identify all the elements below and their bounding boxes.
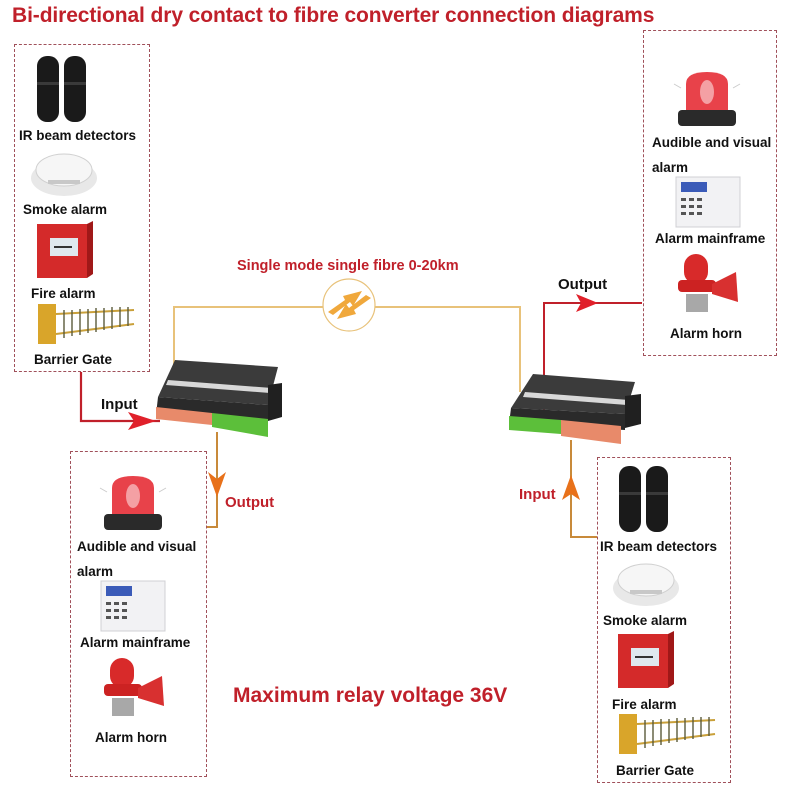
barrier-gate-icon: [619, 714, 716, 754]
left-input-arrow: [128, 412, 156, 430]
panel-item-label: Smoke alarm: [23, 202, 108, 217]
panel-item-label: Barrier Gate: [616, 763, 695, 778]
left-output-label: Output: [225, 494, 275, 511]
panel-item-label: Alarm mainframe: [80, 635, 191, 650]
panel-item-label: Alarm mainframe: [655, 231, 766, 246]
max-voltage-note: Maximum relay voltage 36V: [233, 684, 508, 707]
fibre-coupler-icon: [322, 278, 376, 332]
panel-item-label: Smoke alarm: [603, 613, 688, 628]
barrier-gate-icon: [38, 304, 135, 344]
right-output-label: Output: [558, 276, 608, 293]
alarm-mainframe-icon: [100, 580, 166, 632]
panel-item-label: Audible and visual: [77, 539, 197, 554]
ir-beam-detector-icon: [619, 466, 668, 532]
panel-item-label: Barrier Gate: [34, 352, 113, 367]
right-input-label: Input: [519, 486, 556, 503]
left-input-label: Input: [101, 396, 138, 413]
top-left-input-panel: [14, 44, 150, 372]
ir-beam-detector-icon: [37, 56, 86, 122]
right-input-arrow: [562, 475, 580, 500]
panel-item-label: alarm: [77, 564, 114, 579]
bottom-left-output-panel: [70, 451, 207, 777]
left-output-arrow: [208, 472, 226, 497]
panel-item-label: Alarm horn: [670, 326, 743, 341]
left-output-wire: [207, 432, 218, 528]
beacon-alarm-icon: [673, 72, 741, 126]
alarm-horn-icon: [678, 254, 738, 312]
alarm-horn-icon: [104, 658, 164, 716]
left-input-wire: [79, 372, 160, 423]
top-right-output-panel: [643, 30, 777, 356]
panel-item-label: Fire alarm: [612, 697, 677, 712]
right-output-arrow: [576, 294, 598, 312]
panel-item-label: Fire alarm: [31, 286, 96, 301]
panel-item-label: IR beam detectors: [19, 128, 137, 143]
panel-item-label: Alarm horn: [95, 730, 168, 745]
panel-item-label: IR beam detectors: [600, 539, 718, 554]
alarm-mainframe-icon: [675, 176, 741, 228]
fire-alarm-icon: [618, 631, 674, 688]
right-converter-device: [509, 374, 641, 444]
fire-alarm-icon: [37, 221, 93, 278]
panel-item-label: Audible and visual: [652, 135, 772, 150]
smoke-alarm-icon: [31, 153, 97, 196]
beacon-alarm-icon: [99, 476, 167, 530]
bottom-right-input-panel: [597, 457, 731, 783]
smoke-alarm-icon: [613, 563, 679, 606]
diagram-title: Bi-directional dry contact to fibre conv…: [12, 4, 655, 27]
fibre-label: Single mode single fibre 0-20km: [237, 258, 459, 274]
panel-item-label: alarm: [652, 160, 689, 175]
right-input-wire: [570, 440, 597, 538]
left-converter-device: [156, 360, 282, 437]
